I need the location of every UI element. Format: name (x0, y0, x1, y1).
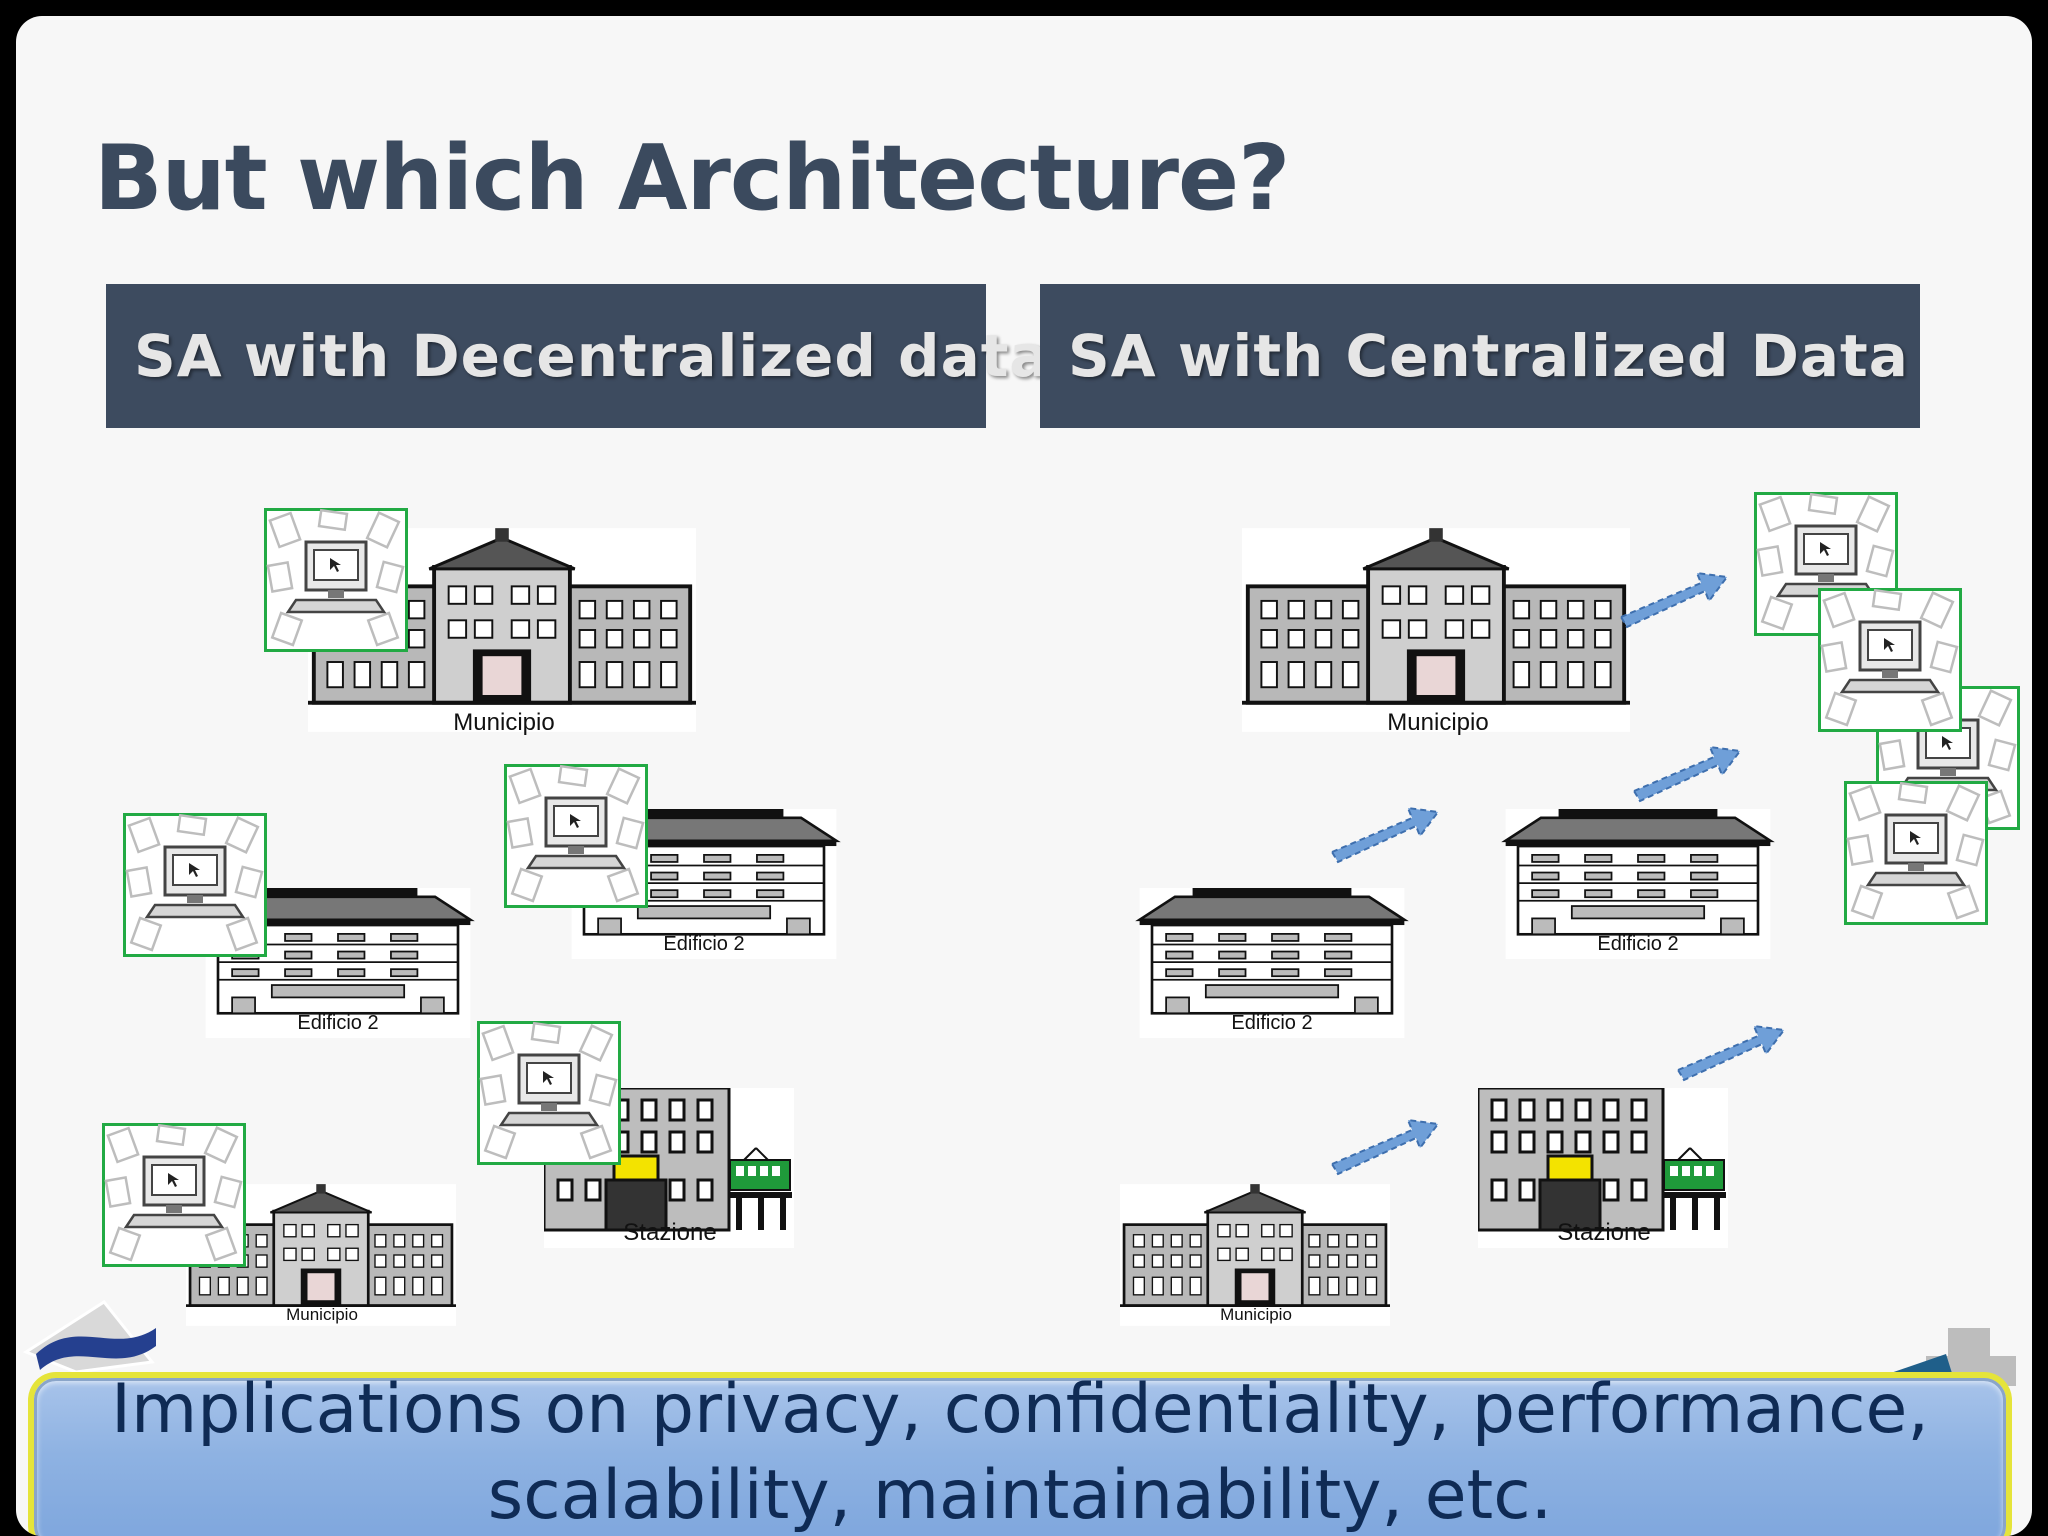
slide-title: But which Architecture? (94, 126, 1290, 231)
computer-icon (1844, 781, 1988, 925)
arrow-icon (1331, 1119, 1439, 1175)
computer-icon (477, 1021, 621, 1165)
stazione-building: Stazione (544, 1088, 794, 1248)
computer-icon (123, 813, 267, 957)
computer-icon (102, 1123, 246, 1267)
stazione-label: Stazione (623, 1219, 716, 1246)
slide: But which Architecture? SA with Decentra… (16, 16, 2032, 1536)
arrow-icon (1331, 807, 1439, 863)
edificio-building: Edificio 2 (570, 809, 838, 959)
municipio-building: Municipio (186, 1184, 456, 1326)
edificio-label: Edificio 2 (663, 933, 744, 955)
arrow-icon (1677, 1025, 1785, 1081)
arrow-icon (1620, 572, 1728, 628)
municipio-label: Municipio (1387, 709, 1488, 736)
centralized-diagram: Municipio Edificio 2 Edificio 2 Stazione… (1120, 492, 2020, 1326)
computer-icon (1818, 588, 1962, 732)
banner-line-1: Implications on privacy, confidentiality… (111, 1370, 1929, 1449)
stazione-building: Stazione (1478, 1088, 1728, 1248)
stazione-label: Stazione (1557, 1219, 1650, 1246)
implications-banner: Implications on privacy, confidentiality… (34, 1370, 2006, 1536)
municipio-building: Municipio (308, 528, 696, 736)
banner-line-2: scalability, maintainability, etc. (487, 1456, 1553, 1535)
edificio-label: Edificio 2 (297, 1012, 378, 1034)
municipio-building: Municipio (1120, 1184, 1390, 1326)
central-data-store (1754, 492, 2020, 925)
arrow-icon (1633, 746, 1741, 802)
municipio-label: Municipio (1220, 1305, 1292, 1324)
computer-icon (264, 508, 408, 652)
edificio-label: Edificio 2 (1597, 933, 1678, 955)
edificio-building: Edificio 2 (204, 888, 472, 1038)
computer-icon (504, 764, 648, 908)
decentralized-header: SA with Decentralized data (106, 284, 1049, 428)
centralized-header: SA with Centralized Data (1040, 284, 1920, 428)
decentralized-diagram: Municipio Edificio 2 Edificio 2 Stazione… (102, 508, 838, 1326)
edificio-label: Edificio 2 (1231, 1012, 1312, 1034)
municipio-label: Municipio (453, 709, 554, 736)
architecture-diagram: Municipio Edificio 2 Edificio 2 Stazione… (22, 492, 2020, 1398)
edificio-building: Edificio 2 (1504, 809, 1772, 959)
logo-left (22, 1300, 156, 1374)
municipio-label: Municipio (286, 1305, 358, 1324)
municipio-building: Municipio (1242, 528, 1630, 736)
edificio-building: Edificio 2 (1138, 888, 1406, 1038)
banner-text: Implications on privacy, confidentiality… (37, 1367, 2003, 1536)
